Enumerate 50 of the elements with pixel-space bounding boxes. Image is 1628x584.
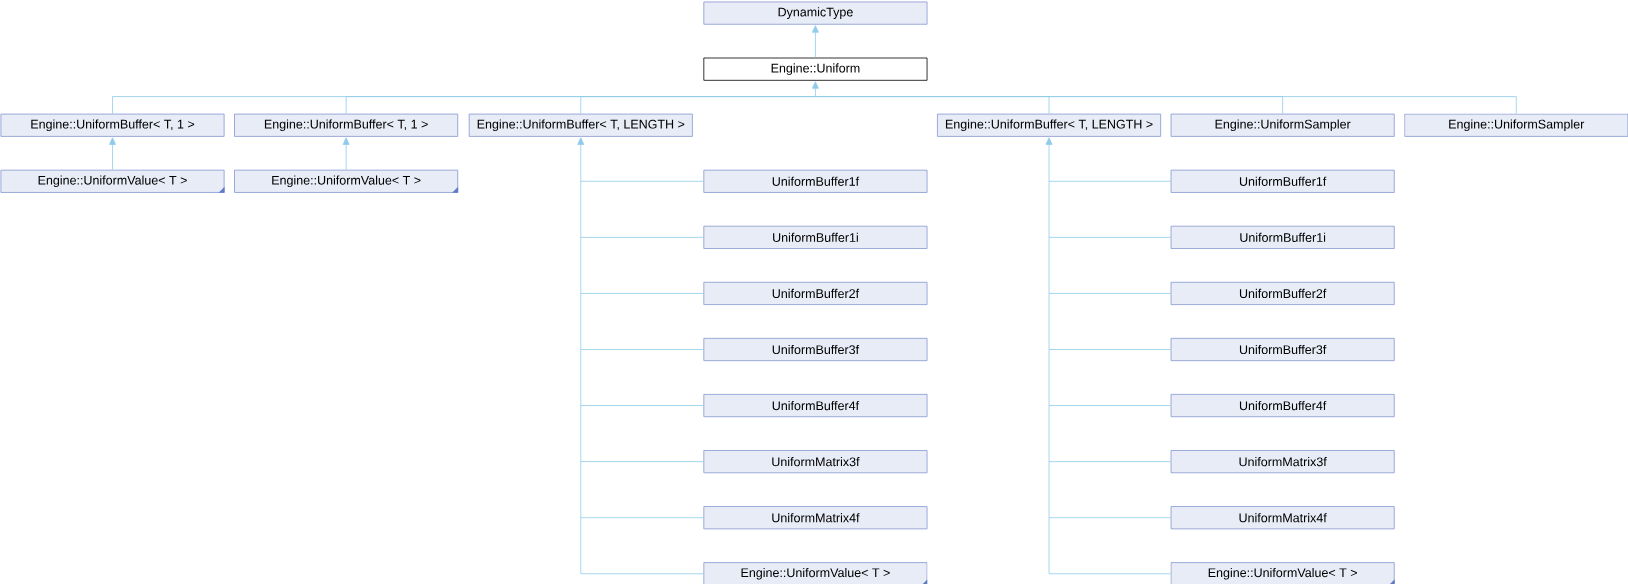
connector-line — [1048, 349, 1172, 350]
arrow — [812, 25, 819, 58]
connector-line — [1048, 180, 1172, 182]
connector-line — [580, 405, 704, 406]
class-box: Engine::Uniform — [703, 57, 928, 81]
class-box: UniformBuffer1f — [703, 169, 928, 193]
class-box: Engine::UniformBuffer< T, 1 > — [0, 113, 225, 137]
connector-line — [580, 293, 704, 294]
connector-line — [580, 180, 704, 182]
class-box: DynamicType — [703, 1, 928, 25]
connector-line — [580, 96, 816, 115]
class-box: UniformBuffer1i — [703, 225, 928, 249]
arrow — [342, 137, 350, 171]
connector-line — [580, 573, 704, 575]
connector-line — [580, 236, 704, 238]
class-box: UniformBuffer2f — [703, 281, 928, 305]
arrow — [1045, 137, 1053, 575]
class-box: UniformBuffer2f — [1170, 281, 1395, 305]
connector-line — [815, 96, 1517, 115]
arrow — [109, 137, 116, 171]
connector-line — [1048, 461, 1172, 463]
class-box: Engine::UniformValue< T > — [1170, 562, 1395, 584]
arrow — [577, 137, 585, 575]
class-box: Engine::UniformSampler — [1170, 113, 1395, 137]
class-box: UniformMatrix3f — [1170, 450, 1395, 474]
connector-line — [1048, 517, 1172, 519]
arrow — [812, 81, 819, 97]
class-box: Engine::UniformBuffer< T, 1 > — [234, 113, 459, 137]
connector-line — [580, 517, 704, 519]
class-box: UniformMatrix4f — [703, 506, 928, 530]
connector-line — [1048, 236, 1172, 238]
connector-line — [580, 461, 704, 463]
connector-line — [1048, 405, 1172, 406]
class-box: UniformBuffer3f — [703, 337, 928, 362]
connector-line — [1048, 573, 1172, 575]
class-box: UniformMatrix3f — [703, 450, 928, 474]
connector-line — [580, 349, 704, 350]
class-box: Engine::UniformValue< T > — [703, 562, 928, 584]
class-box: Engine::UniformValue< T > — [234, 169, 459, 193]
class-box: UniformBuffer4f — [1170, 394, 1395, 418]
class-box: UniformBuffer4f — [703, 394, 928, 418]
class-box: UniformBuffer1f — [1170, 169, 1395, 193]
class-box: Engine::UniformBuffer< T, LENGTH > — [468, 113, 693, 137]
class-box: UniformBuffer3f — [1170, 337, 1395, 362]
class-box: Engine::UniformSampler — [1404, 113, 1628, 137]
class-box: Engine::UniformBuffer< T, LENGTH > — [937, 113, 1162, 137]
class-box: Engine::UniformValue< T > — [0, 169, 225, 193]
class-box: UniformMatrix4f — [1170, 506, 1395, 530]
connector-line — [1048, 293, 1172, 294]
class-box: UniformBuffer1i — [1170, 225, 1395, 249]
